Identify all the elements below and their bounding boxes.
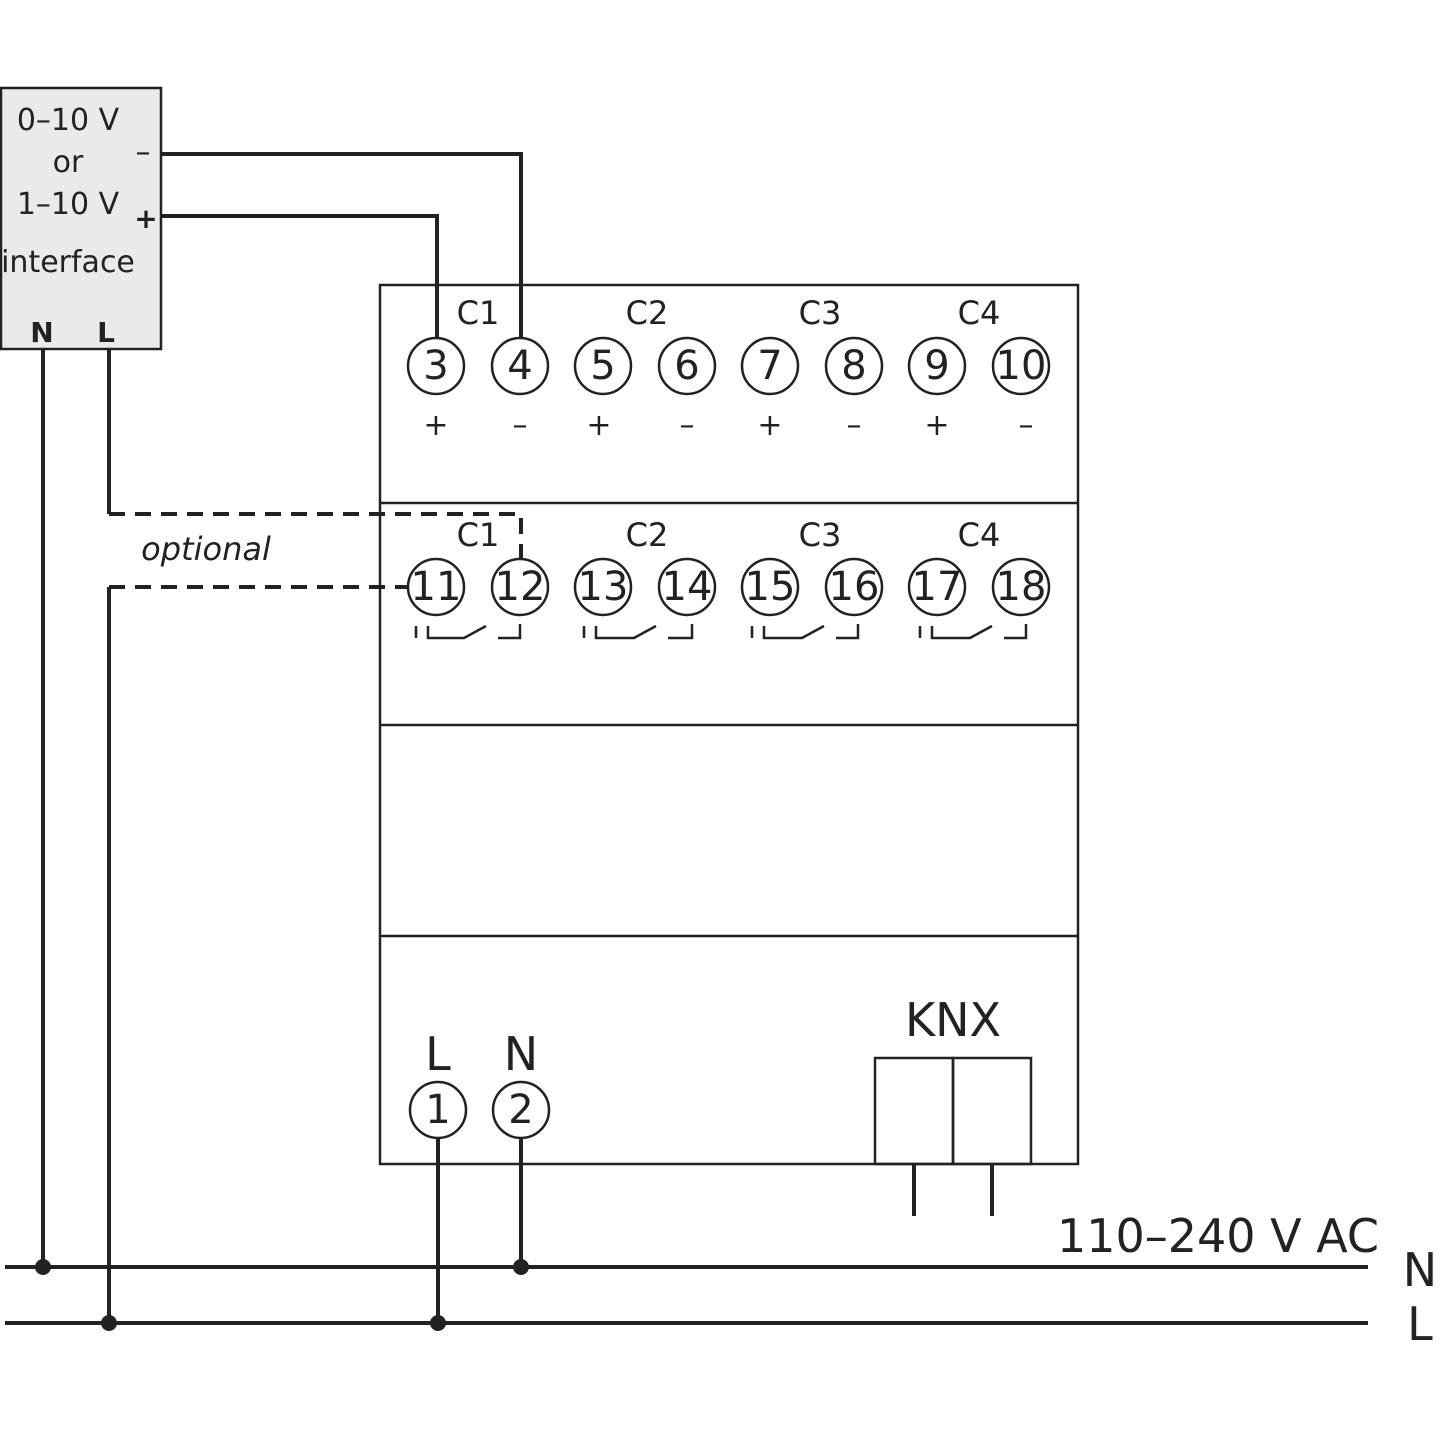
wire-optional-upper xyxy=(109,512,523,559)
bus-l-label: L xyxy=(1407,1297,1433,1351)
terminal-11: 11 xyxy=(406,557,466,617)
svg-text:2: 2 xyxy=(508,1087,533,1133)
sign-5: + xyxy=(586,408,611,443)
relay-contact-icon-c2 xyxy=(582,624,694,640)
sign-10: – xyxy=(1019,408,1034,443)
terminal-17: 17 xyxy=(907,557,967,617)
relay-channel-c2: C2 xyxy=(626,516,669,554)
svg-text:1: 1 xyxy=(425,1087,450,1133)
terminal-18: 18 xyxy=(991,557,1051,617)
interface-or: or xyxy=(53,145,84,180)
junction-l-device xyxy=(430,1315,446,1331)
sign-3: + xyxy=(423,408,448,443)
sign-4: – xyxy=(513,408,528,443)
actuator-housing xyxy=(378,283,1080,1166)
svg-text:8: 8 xyxy=(841,343,866,389)
terminal-4: 4 xyxy=(490,336,550,396)
relay-channel-c1: C1 xyxy=(457,516,500,554)
terminal-10: 10 xyxy=(991,336,1051,396)
junction-l-interface xyxy=(101,1315,117,1331)
sign-8: – xyxy=(847,408,862,443)
svg-text:6: 6 xyxy=(674,343,699,389)
svg-text:7: 7 xyxy=(757,343,782,389)
top-channel-c1: C1 xyxy=(457,294,500,332)
terminal-16: 16 xyxy=(824,557,884,617)
svg-text:13: 13 xyxy=(578,564,629,610)
interface-minus-sign: – xyxy=(136,135,151,170)
relay-channel-c3: C3 xyxy=(799,516,842,554)
supply-voltage-label: 110–240 V AC xyxy=(1057,1209,1379,1263)
svg-text:16: 16 xyxy=(829,564,880,610)
junction-n-interface xyxy=(35,1259,51,1275)
terminal-8: 8 xyxy=(824,336,884,396)
terminal-12: 12 xyxy=(490,557,550,617)
terminal-6: 6 xyxy=(657,336,717,396)
junction-n-device xyxy=(513,1259,529,1275)
terminal-1: 1 xyxy=(408,1080,468,1140)
svg-text:12: 12 xyxy=(495,564,546,610)
svg-text:11: 11 xyxy=(411,564,462,610)
relay-channel-c4: C4 xyxy=(958,516,1001,554)
svg-text:10: 10 xyxy=(996,343,1047,389)
relay-terminal-row: C1 C2 C3 C4 11 12 13 14 15 16 1 xyxy=(406,516,1051,640)
svg-text:9: 9 xyxy=(924,343,949,389)
power-l-label: L xyxy=(425,1027,451,1081)
interface-n-terminal: N xyxy=(30,316,53,349)
power-n-label: N xyxy=(504,1027,538,1081)
bus-n-label: N xyxy=(1403,1243,1437,1297)
knx-connector: KNX xyxy=(873,993,1033,1216)
terminal-14: 14 xyxy=(657,557,717,617)
svg-text:5: 5 xyxy=(590,343,615,389)
interface-range-2: 1–10 V xyxy=(17,187,120,222)
svg-text:15: 15 xyxy=(745,564,796,610)
power-terminals: L N 1 2 xyxy=(408,1027,551,1140)
terminal-5: 5 xyxy=(573,336,633,396)
top-channel-c4: C4 xyxy=(958,294,1001,332)
svg-text:17: 17 xyxy=(912,564,963,610)
relay-contact-icon-c4 xyxy=(918,624,1028,640)
svg-text:18: 18 xyxy=(996,564,1047,610)
terminal-7: 7 xyxy=(740,336,800,396)
interface-l-terminal: L xyxy=(97,316,115,349)
interface-plus-sign: + xyxy=(134,202,157,235)
wire-interface-minus xyxy=(161,152,523,338)
sign-7: + xyxy=(757,408,782,443)
wiring: optional xyxy=(5,152,1368,1331)
terminal-9: 9 xyxy=(907,336,967,396)
terminal-13: 13 xyxy=(573,557,633,617)
terminal-15: 15 xyxy=(740,557,800,617)
sign-6: – xyxy=(680,408,695,443)
optional-label: optional xyxy=(141,530,271,568)
wire-interface-plus xyxy=(161,214,439,338)
knx-label: KNX xyxy=(905,993,1001,1047)
svg-text:14: 14 xyxy=(662,564,713,610)
top-channel-c3: C3 xyxy=(799,294,842,332)
relay-contact-icon-c1 xyxy=(414,624,522,640)
terminal-2: 2 xyxy=(491,1080,551,1140)
svg-text:3: 3 xyxy=(423,343,448,389)
svg-text:4: 4 xyxy=(507,343,532,389)
terminal-3: 3 xyxy=(406,336,466,396)
interface-module: 0–10 V or 1–10 V interface – + N L xyxy=(0,86,163,351)
relay-contact-icon-c3 xyxy=(750,624,860,640)
interface-label: interface xyxy=(1,245,135,280)
interface-range-1: 0–10 V xyxy=(17,103,120,138)
top-channel-c2: C2 xyxy=(626,294,669,332)
sign-9: + xyxy=(924,408,949,443)
control-terminal-row: C1 C2 C3 C4 3 4 5 6 7 8 9 xyxy=(406,294,1051,443)
